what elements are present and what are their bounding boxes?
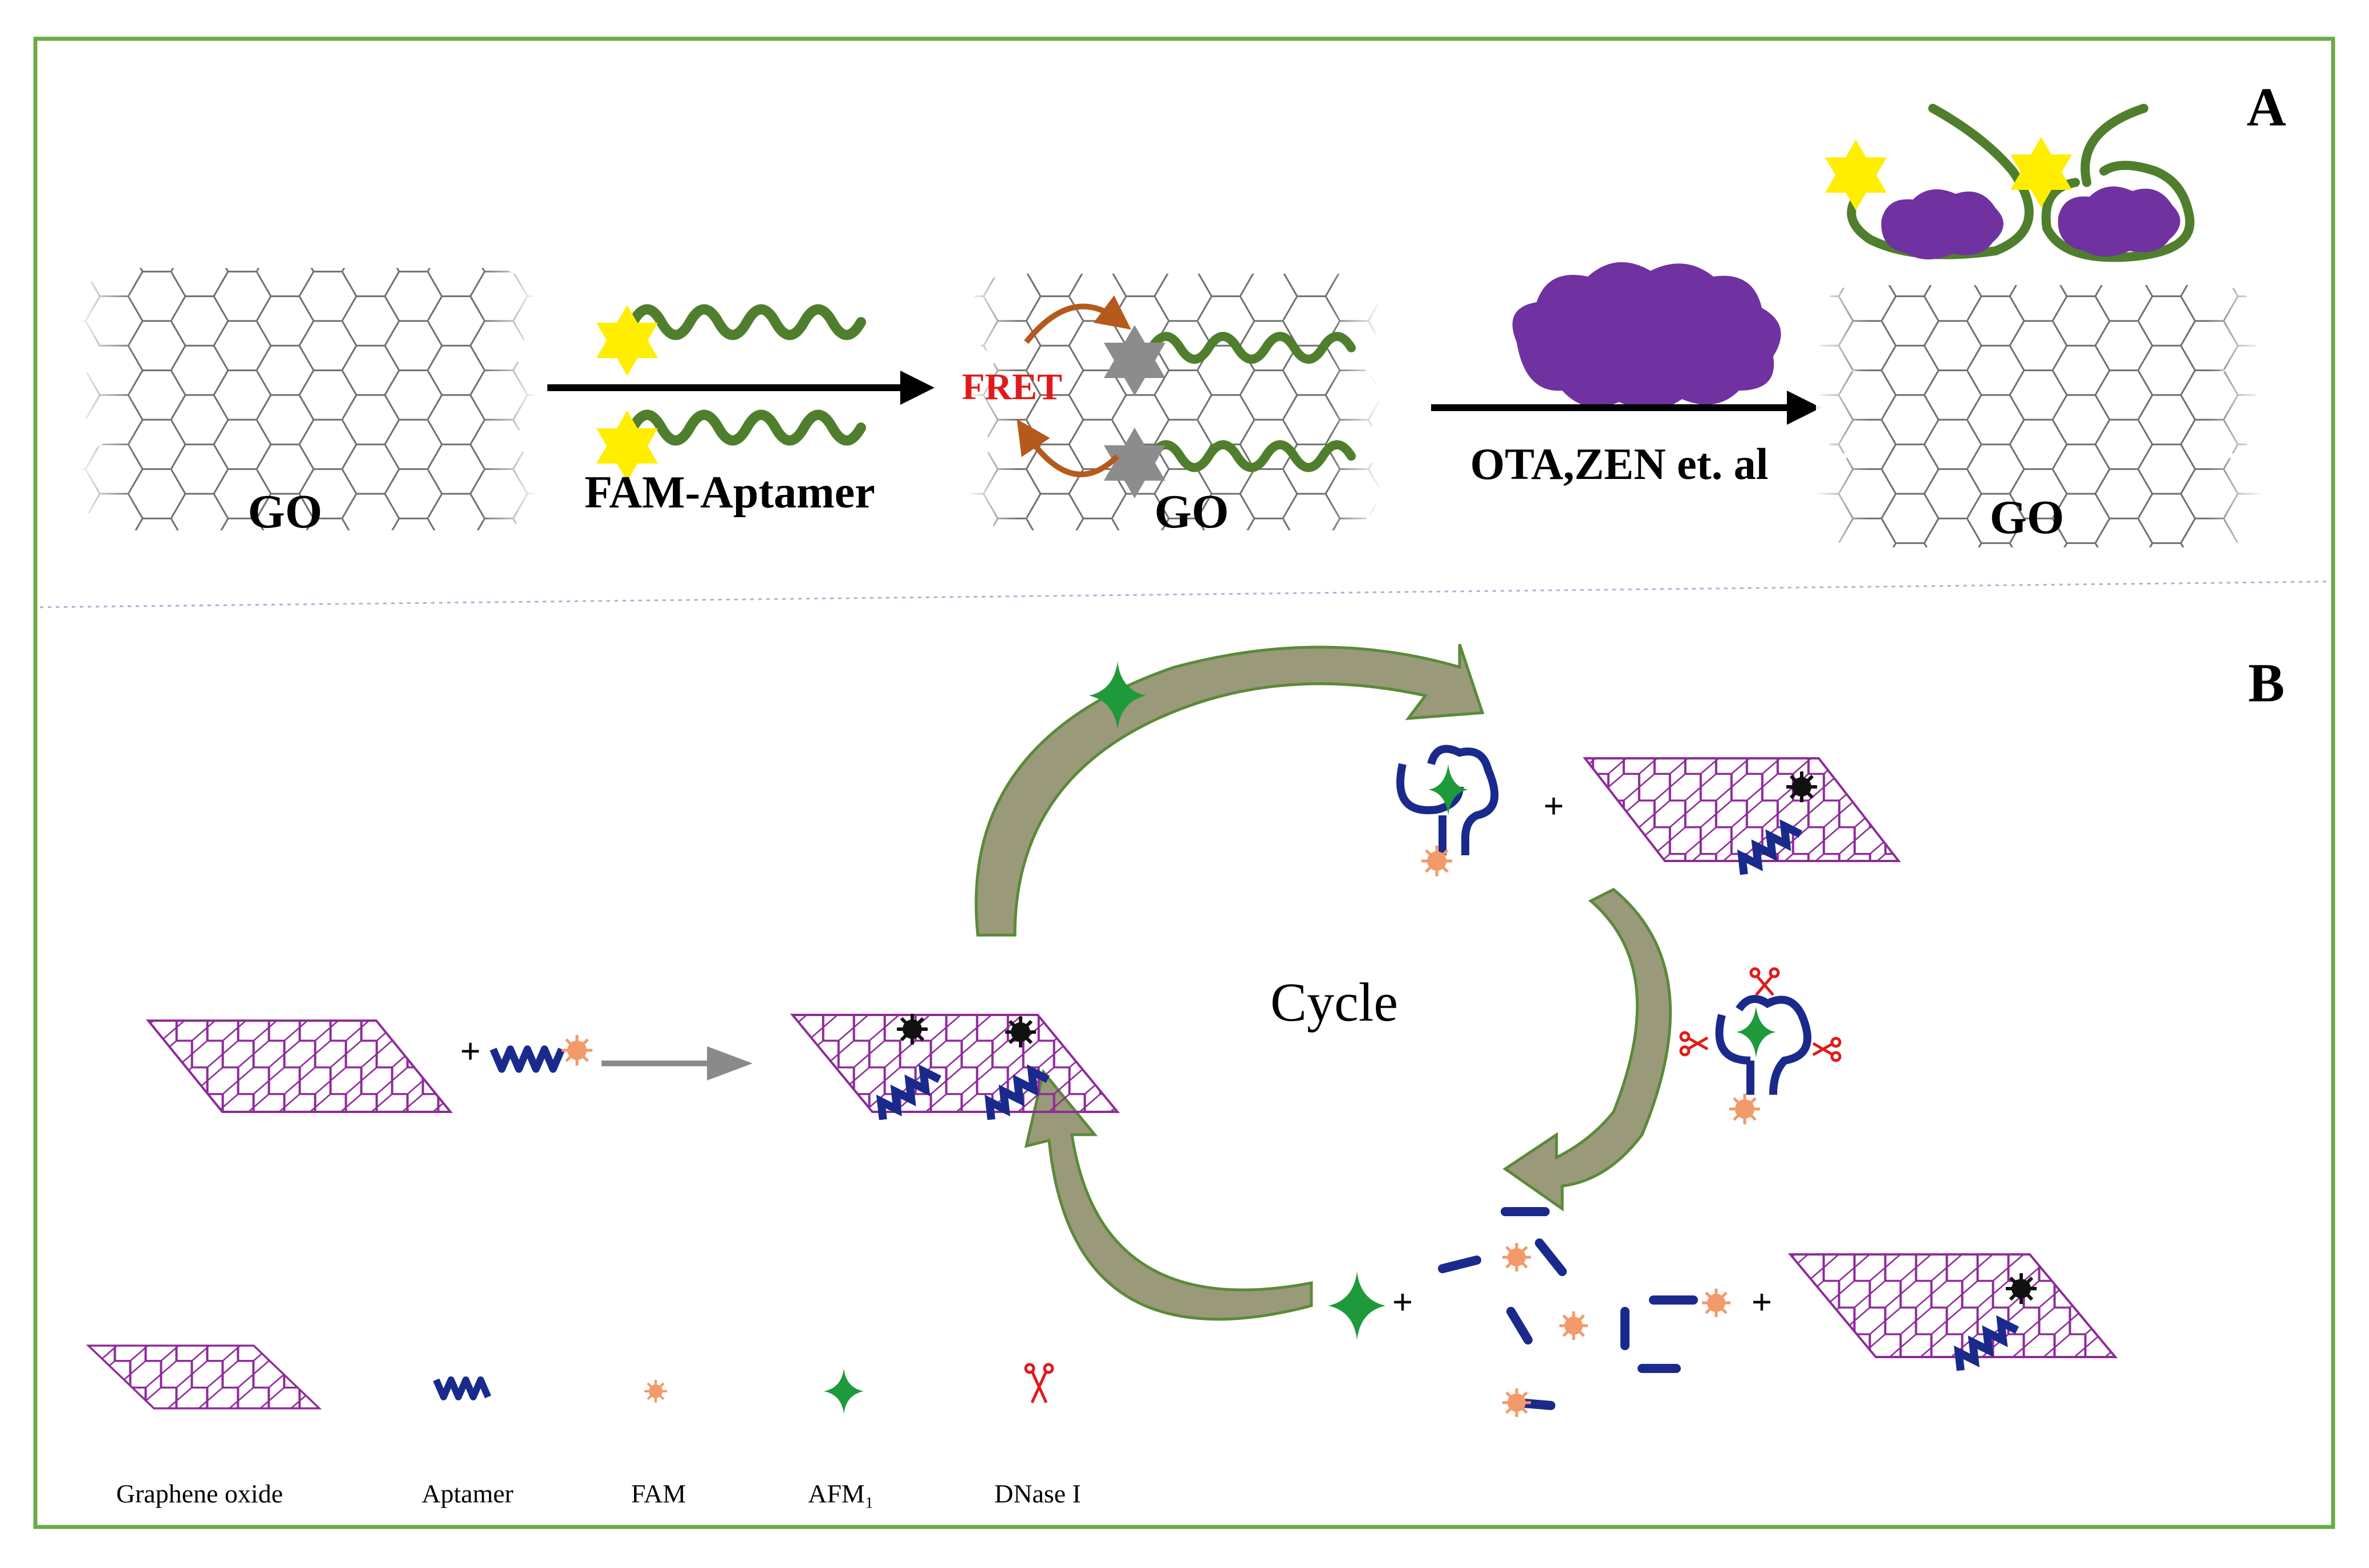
graphene-oxide-sheet-1 xyxy=(145,1019,453,1113)
aptamer-icon xyxy=(433,1376,491,1400)
legend-label: Graphene oxide xyxy=(116,1479,283,1508)
plus-sign: + xyxy=(1543,786,1564,826)
afm1-icon xyxy=(824,1368,864,1414)
graphene-oxide-sheet-2 xyxy=(790,1014,1120,1113)
panel-divider xyxy=(39,580,2330,608)
graphene-oxide-icon xyxy=(86,1344,322,1409)
fam-icon xyxy=(1502,1388,1531,1417)
go-sheet-2 xyxy=(969,274,1380,530)
fam-icon xyxy=(1502,1243,1531,1272)
reagent-label: FAM-Aptamer xyxy=(584,468,875,518)
fam-aptamer-reagent xyxy=(596,304,866,481)
panel-a: A GO FAM-Aptamer xyxy=(80,76,2286,547)
quenched-fam-icon xyxy=(1104,325,1165,396)
legend-label: FAM xyxy=(631,1479,686,1508)
legend: Graphene oxide Aptamer FAM AFM₁ DNase I xyxy=(86,1344,1081,1508)
fam-icon xyxy=(1559,1311,1588,1340)
go-sheet-1 xyxy=(80,268,536,530)
plus-sign: + xyxy=(1752,1282,1772,1322)
go-label-1: GO xyxy=(248,485,323,538)
plus-sign: + xyxy=(460,1031,481,1071)
legend-label: DNase I xyxy=(994,1479,1081,1508)
dnase-icon xyxy=(1812,1037,1842,1062)
fret-arrow-top xyxy=(1024,295,1132,344)
gray-arrow xyxy=(602,1046,753,1080)
afm1-icon xyxy=(1089,661,1146,730)
fam-star-icon xyxy=(1825,140,1887,210)
cycle-label: Cycle xyxy=(1270,972,1398,1033)
legend-label: AFM₁ xyxy=(808,1479,874,1508)
quenched-fam-icon xyxy=(897,1014,928,1045)
quenched-fam-icon xyxy=(1104,428,1165,498)
aptamer-fragments xyxy=(1438,1207,1698,1410)
fret-arrow-bottom xyxy=(1017,419,1120,477)
fam-star-icon xyxy=(596,305,658,376)
target-label: OTA,ZEN et. al xyxy=(1470,439,1769,489)
figure-frame xyxy=(33,36,2335,1529)
target-molecule-icon xyxy=(1512,262,1781,410)
aptamer-afm1-complex-1 xyxy=(1396,745,1499,876)
aptamer-target-complex-1 xyxy=(1825,104,2034,259)
dnase-cleavage-complex xyxy=(1679,967,1842,1124)
legend-label: Aptamer xyxy=(422,1479,514,1508)
quenched-fam-icon xyxy=(1005,1017,1036,1047)
go-sheet-3 xyxy=(1816,285,2261,547)
go-label-3: GO xyxy=(1990,491,2065,544)
cycle-arrow-top xyxy=(974,644,1485,937)
quenched-fam-icon xyxy=(2006,1273,2037,1304)
cycle-arrow-right xyxy=(1502,888,1672,1212)
graphene-oxide-sheet-3 xyxy=(1582,757,1901,862)
fam-star-icon xyxy=(2010,137,2072,208)
fam-star-icon xyxy=(596,411,658,481)
aptamer-target-complex-2 xyxy=(2010,104,2195,262)
panel-a-letter: A xyxy=(2246,76,2286,137)
fret-label: FRET xyxy=(962,366,1062,408)
plus-sign: + xyxy=(1392,1282,1413,1322)
go-label-2: GO xyxy=(1155,485,1229,538)
panel-b-letter: B xyxy=(2248,652,2285,713)
graphene-oxide-sheet-4 xyxy=(1787,1253,2118,1358)
fam-icon xyxy=(644,1380,667,1403)
dnase-icon xyxy=(1679,1031,1709,1057)
fam-icon xyxy=(562,1035,592,1066)
panel-b: B Cycle + xyxy=(86,644,2285,1508)
dnase-icon xyxy=(1024,1363,1054,1404)
aptamer-icon xyxy=(490,1045,565,1073)
fam-icon xyxy=(1702,1289,1730,1317)
afm1-icon xyxy=(1328,1272,1385,1340)
dnase-icon xyxy=(1749,967,1780,996)
quenched-fam-icon xyxy=(1786,771,1817,802)
